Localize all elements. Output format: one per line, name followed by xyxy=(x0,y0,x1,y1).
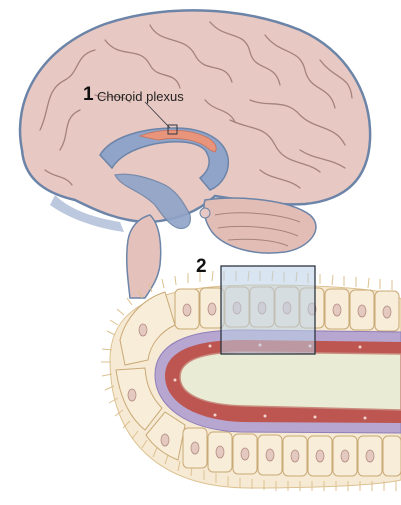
callout-2-number: 2 xyxy=(196,256,207,278)
magnified-choroid-plexus xyxy=(101,266,401,491)
brain-sagittal-section xyxy=(20,10,370,298)
zoom-box xyxy=(221,266,315,354)
pituitary-gland xyxy=(200,208,210,218)
brain-cerebrum xyxy=(20,10,370,222)
capillary-lumen xyxy=(180,352,401,410)
cerebellum xyxy=(204,198,316,253)
brainstem xyxy=(127,215,161,298)
callout-1-number: 1 xyxy=(83,84,94,106)
callout-1-label: Choroid plexus xyxy=(97,89,184,104)
